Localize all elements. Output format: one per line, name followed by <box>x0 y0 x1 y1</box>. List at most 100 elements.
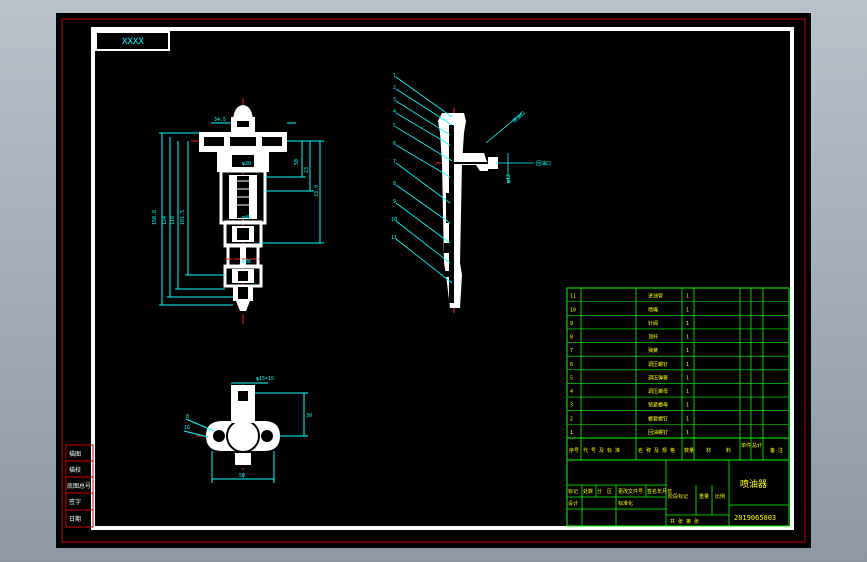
parts-header-cell: 备 注 <box>770 447 783 454</box>
parts-header-cell: 单件 <box>741 442 751 449</box>
callout-number: 1 <box>393 73 396 79</box>
outer-frame <box>61 18 806 543</box>
parts-cell-qty: 1 <box>686 416 689 422</box>
parts-cell-no: 3 <box>570 403 573 409</box>
callout-number: 11 <box>391 235 397 241</box>
dim-label: 33.9 <box>314 185 320 197</box>
title-block-label: 处数 <box>583 488 593 495</box>
callout-number: 2 <box>393 85 396 91</box>
dim-label: φ20 <box>242 161 251 167</box>
parts-cell-no: 6 <box>570 362 573 368</box>
dim-label: 50 <box>294 159 300 165</box>
code-box-text: XXXX <box>122 37 144 47</box>
drawing-number: 2019065003 <box>734 514 776 522</box>
parts-header-cell: 料 <box>726 447 731 454</box>
parts-header-cell: 材 <box>706 447 711 454</box>
side-label: 底图总号 <box>67 482 91 490</box>
parts-cell-qty: 1 <box>686 307 689 313</box>
parts-cell-name: 调压螺母 <box>648 388 668 395</box>
parts-cell-no: 10 <box>570 307 576 313</box>
side-label: 描校 <box>69 466 81 474</box>
parts-cell-name: 回油螺钉 <box>648 429 668 436</box>
title-block: 标记 处数 分 区 更改文件号 签名 年月日 设计 标准化 阶段标记 重量 比例… <box>566 459 790 527</box>
callout-number: 6 <box>393 141 396 147</box>
title-block-label: 年月日 <box>657 488 672 495</box>
side-label: 日期 <box>69 515 81 523</box>
dim-label: 34.5 <box>214 117 226 123</box>
dim-label: 134 <box>162 216 168 225</box>
parts-cell-no: 4 <box>570 389 573 395</box>
side-label-strip: 描图 描校 底图总号 签字 日期 <box>65 444 94 528</box>
parts-cell-qty: 1 <box>686 375 689 381</box>
parts-cell-qty: 1 <box>686 389 689 395</box>
parts-cell-name: 进油管 <box>648 293 663 300</box>
port-label: 进油口 <box>511 110 527 125</box>
port-label: φ12 <box>506 174 512 183</box>
code-box <box>95 31 170 51</box>
parts-header-cell: 数量 <box>684 447 694 454</box>
dim-label: φ15×15 <box>256 376 274 382</box>
parts-cell-name: 锁紧螺母 <box>648 402 668 409</box>
drawing-canvas: XXXX 描图 描校 底图总号 签字 日期 <box>56 13 811 548</box>
callout-number: 3 <box>393 97 396 103</box>
title-block-label: 阶段标记 <box>668 493 688 500</box>
title-block-label: 更改文件号 <box>618 488 643 495</box>
parts-header-cell: 名 称 及 规 格 <box>638 447 675 454</box>
parts-cell-qty: 1 <box>686 294 689 300</box>
dim-label: 23 <box>304 167 310 173</box>
parts-cell-no: 8 <box>570 335 573 341</box>
parts-cell-name: 针阀 <box>648 320 658 327</box>
title-block-label: 分 <box>597 488 602 495</box>
port-label: 回油口 <box>536 160 551 167</box>
dim-label: 150.8 <box>152 210 158 225</box>
front-view: 150.8 134 118 101.5 50 23 33.9 34.5 φ20 … <box>152 98 324 325</box>
title-block-label: 签名 <box>647 488 657 495</box>
callout-number: 10 <box>391 217 397 223</box>
parts-cell-no: 5 <box>570 375 573 381</box>
parts-cell-name: 螺套螺钉 <box>648 415 668 422</box>
parts-cell-qty: 1 <box>686 430 689 436</box>
dim-label: 8 <box>186 414 189 420</box>
parts-header-cell: 代 号 及 标 准 <box>583 447 620 454</box>
title-block-label: 标记 <box>568 488 578 495</box>
callout-number: 8 <box>393 181 396 187</box>
cad-drawing: XXXX 描图 描校 底图总号 签字 日期 <box>61 18 806 543</box>
dim-label: φ45 <box>242 215 251 221</box>
side-view: 1 2 3 4 5 6 7 8 9 10 11 进油口 φ12 回油口 <box>391 73 551 313</box>
parts-cell-qty: 1 <box>686 335 689 341</box>
parts-cell-no: 2 <box>570 416 573 422</box>
parts-cell-no: 11 <box>570 294 576 300</box>
side-label: 签字 <box>69 498 81 506</box>
dim-label: 16 <box>184 425 190 431</box>
dim-label: 50 <box>239 473 245 479</box>
parts-cell-name: 弹簧 <box>648 347 658 354</box>
callout-number: 4 <box>393 109 396 115</box>
parts-cell-no: 7 <box>570 348 573 354</box>
callout-number: 5 <box>393 123 396 129</box>
parts-header-cell: 总计 <box>752 442 762 449</box>
parts-cell-name: 顶杆 <box>648 334 658 341</box>
callout-number: 7 <box>393 159 396 165</box>
dim-label: 30 <box>306 413 312 419</box>
title-block-label: 区 <box>607 489 612 495</box>
parts-cell-qty: 1 <box>686 403 689 409</box>
parts-cell-no: 1 <box>570 430 573 436</box>
title-block-label: 重量 <box>699 493 709 500</box>
parts-header-cell: 序号 <box>569 447 579 454</box>
dim-label: φ36 <box>242 259 251 265</box>
title-block-label: 共 张 第 张 <box>670 518 699 525</box>
parts-cell-name: 调压弹簧 <box>648 374 668 381</box>
inner-border <box>91 27 794 530</box>
title-block-label: 设计 <box>568 500 578 507</box>
parts-cell-name: 调压螺钉 <box>648 361 668 368</box>
parts-cell-name: 喷嘴 <box>648 306 658 313</box>
title-block-label: 标准化 <box>618 500 633 507</box>
parts-cell-qty: 1 <box>686 321 689 327</box>
drawing-title: 喷油器 <box>740 478 767 490</box>
parts-cell-qty: 1 <box>686 362 689 368</box>
callout-number: 9 <box>393 199 396 205</box>
dim-label: 101.5 <box>180 210 186 225</box>
title-block-label: 比例 <box>715 493 725 500</box>
top-view: φ15×15 30 8 16 50 <box>183 376 312 483</box>
